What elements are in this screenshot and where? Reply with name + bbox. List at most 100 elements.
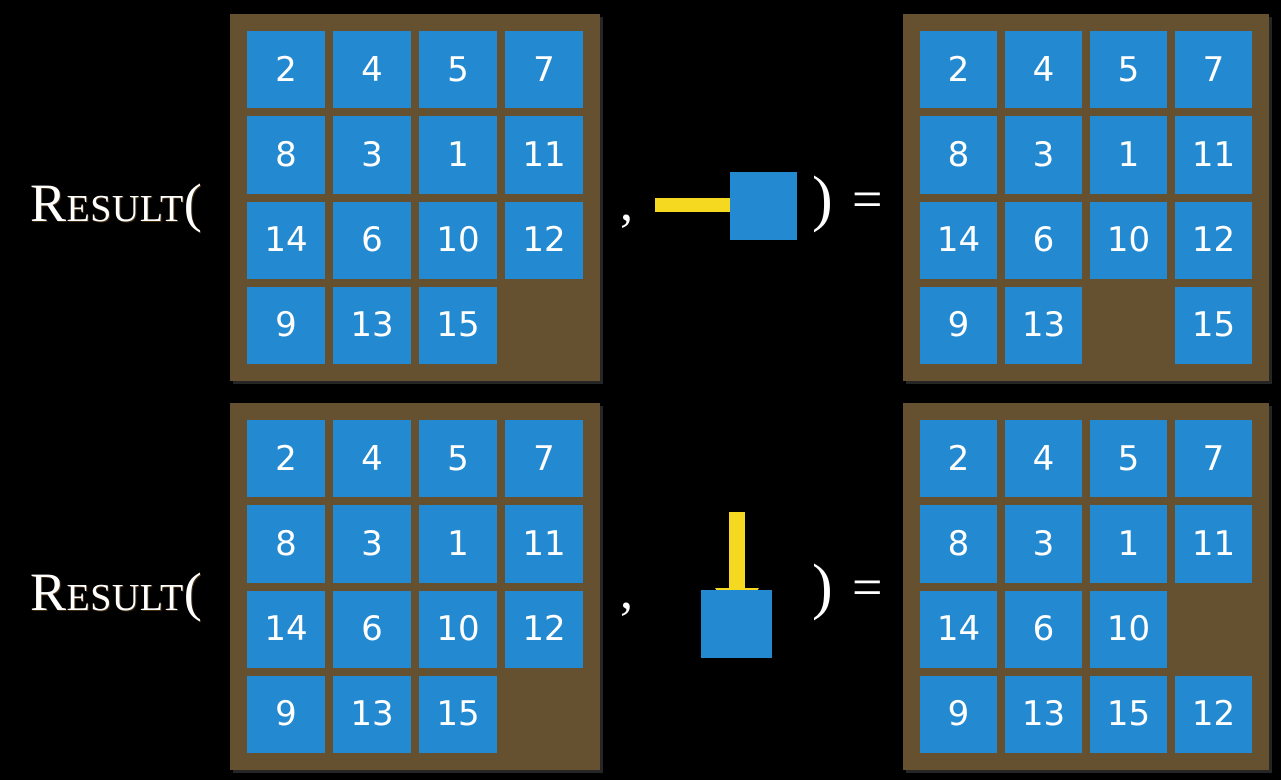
tile-number: 13 (333, 286, 411, 364)
puzzle-tile-cell[interactable]: 4 (329, 27, 415, 112)
puzzle-tile-cell[interactable]: 1 (1086, 112, 1171, 197)
tile-number: 12 (505, 590, 583, 668)
tile-number: 9 (247, 675, 325, 753)
puzzle-tile-cell[interactable]: 6 (1001, 198, 1086, 283)
puzzle-tile-cell[interactable]: 7 (501, 27, 587, 112)
puzzle-tile-cell[interactable]: 10 (1086, 587, 1171, 672)
puzzle-tile-cell[interactable]: 2 (916, 27, 1001, 112)
close-paren-row1: ) (812, 165, 833, 233)
tile-number: 2 (247, 31, 325, 109)
puzzle-tile-cell[interactable]: 8 (243, 501, 329, 586)
puzzle-tile-cell[interactable]: 13 (1001, 283, 1086, 368)
tile-number: 11 (1175, 116, 1252, 194)
puzzle-tile-cell[interactable]: 5 (1086, 27, 1171, 112)
puzzle-tile-cell[interactable]: 3 (1001, 112, 1086, 197)
tile-number: 5 (1090, 31, 1167, 109)
tile-number: 5 (419, 31, 497, 109)
tile-number: 5 (1090, 420, 1167, 498)
puzzle-tile-cell[interactable]: 15 (1171, 283, 1256, 368)
tile-number: 6 (333, 590, 411, 668)
puzzle-tile-cell[interactable]: 4 (1001, 416, 1086, 501)
tile-number: 9 (247, 286, 325, 364)
puzzle-tile-cell[interactable]: 11 (1171, 112, 1256, 197)
tile-number: 11 (1175, 505, 1252, 583)
tile-number: 14 (247, 590, 325, 668)
puzzle-blank-cell (1171, 587, 1256, 672)
puzzle-tile-cell[interactable]: 11 (1171, 501, 1256, 586)
tile-number: 8 (247, 505, 325, 583)
puzzle-tile-cell[interactable]: 13 (329, 672, 415, 757)
puzzle-tile-cell[interactable]: 7 (1171, 27, 1256, 112)
tile-number: 6 (1005, 201, 1082, 279)
tile-number: 8 (920, 505, 997, 583)
puzzle-tile-cell[interactable]: 12 (1171, 672, 1256, 757)
puzzle-tile-cell[interactable]: 3 (329, 501, 415, 586)
puzzle-tile-cell[interactable]: 15 (415, 672, 501, 757)
puzzle-tile-cell[interactable]: 1 (1086, 501, 1171, 586)
puzzle-tile-cell[interactable]: 11 (501, 112, 587, 197)
result-label-row2-text: Result( (30, 562, 203, 622)
tile-number: 11 (505, 505, 583, 583)
puzzle-tile-cell[interactable]: 14 (243, 198, 329, 283)
puzzle-tile-cell[interactable]: 10 (415, 587, 501, 672)
puzzle-tile-cell[interactable]: 9 (243, 672, 329, 757)
puzzle-tile-cell[interactable]: 9 (243, 283, 329, 368)
tile-number: 12 (1175, 201, 1252, 279)
tile-number: 3 (333, 116, 411, 194)
puzzle-blank-cell (501, 283, 587, 368)
tile-number: 9 (920, 286, 997, 364)
puzzle-tile-cell[interactable]: 9 (916, 672, 1001, 757)
puzzle-tile-cell[interactable]: 8 (243, 112, 329, 197)
puzzle-tile-cell[interactable]: 8 (916, 501, 1001, 586)
puzzle-tile-cell[interactable]: 14 (916, 198, 1001, 283)
puzzle-tile-cell[interactable]: 12 (1171, 198, 1256, 283)
tile-number: 7 (1175, 420, 1252, 498)
puzzle-tile-cell[interactable]: 8 (916, 112, 1001, 197)
tile-number: 15 (1175, 286, 1252, 364)
puzzle-tile-cell[interactable]: 1 (415, 501, 501, 586)
move-tile-row1 (730, 172, 797, 240)
result-label-row2: Result( (30, 561, 202, 623)
puzzle-tile-cell[interactable]: 6 (329, 587, 415, 672)
puzzle-tile-cell[interactable]: 2 (243, 416, 329, 501)
puzzle-tile-cell[interactable]: 7 (1171, 416, 1256, 501)
puzzle-tile-cell[interactable]: 9 (916, 283, 1001, 368)
puzzle-tile-cell[interactable]: 4 (1001, 27, 1086, 112)
tile-number: 14 (247, 201, 325, 279)
puzzle-tile-cell[interactable]: 1 (415, 112, 501, 197)
puzzle-tile-cell[interactable]: 3 (329, 112, 415, 197)
puzzle-tile-cell[interactable]: 14 (916, 587, 1001, 672)
puzzle-tile-cell[interactable]: 4 (329, 416, 415, 501)
result-label-row1-text: Result( (30, 173, 203, 233)
puzzle-tile-cell[interactable]: 10 (1086, 198, 1171, 283)
puzzle-tile-cell[interactable]: 5 (415, 27, 501, 112)
puzzle-tile-cell[interactable]: 7 (501, 416, 587, 501)
puzzle-tile-cell[interactable]: 5 (1086, 416, 1171, 501)
puzzle-tile-cell[interactable]: 5 (415, 416, 501, 501)
tile-number: 5 (419, 420, 497, 498)
puzzle-tile-cell[interactable]: 12 (501, 587, 587, 672)
tile-number: 10 (1090, 590, 1167, 668)
tile-number: 1 (1090, 505, 1167, 583)
puzzle-tile-cell[interactable]: 3 (1001, 501, 1086, 586)
puzzle-tile-cell[interactable]: 13 (1001, 672, 1086, 757)
puzzle-tile-cell[interactable]: 11 (501, 501, 587, 586)
tile-number: 2 (920, 420, 997, 498)
puzzle-tile-cell[interactable]: 13 (329, 283, 415, 368)
puzzle-tile-cell[interactable]: 15 (415, 283, 501, 368)
puzzle-tile-cell[interactable]: 12 (501, 198, 587, 283)
tile-number: 7 (1175, 31, 1252, 109)
puzzle-tile-cell[interactable]: 2 (243, 27, 329, 112)
puzzle-tile-cell[interactable]: 14 (243, 587, 329, 672)
puzzle-tile-cell[interactable]: 15 (1086, 672, 1171, 757)
tile-number: 10 (419, 590, 497, 668)
tile-number: 2 (920, 31, 997, 109)
tile-number: 6 (1005, 590, 1082, 668)
puzzle-tile-cell[interactable]: 6 (329, 198, 415, 283)
puzzle-tile-cell[interactable]: 10 (415, 198, 501, 283)
puzzle-tile-cell[interactable]: 2 (916, 416, 1001, 501)
puzzle-tile-cell[interactable]: 6 (1001, 587, 1086, 672)
